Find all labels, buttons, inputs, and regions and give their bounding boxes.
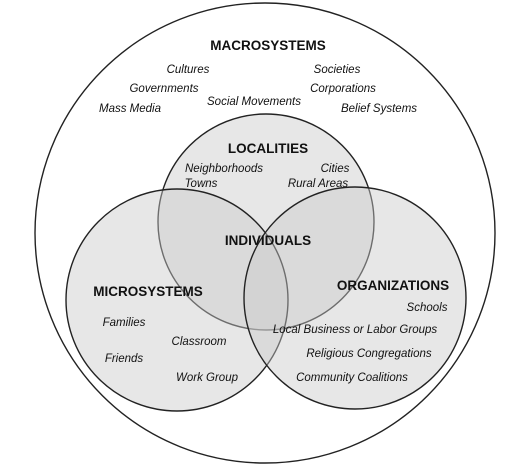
macrosystems-title: MACROSYSTEMS — [210, 38, 326, 53]
microsystems-item-work-group: Work Group — [176, 372, 239, 384]
organizations-item-religious-congregations: Religious Congregations — [306, 348, 432, 360]
localities-item-neighborhoods: Neighborhoods — [185, 163, 263, 175]
individuals-title: INDIVIDUALS — [225, 233, 311, 248]
microsystems-item-classroom: Classroom — [172, 336, 227, 348]
organizations-circle — [243, 186, 467, 410]
localities-circle — [157, 113, 375, 331]
localities-item-cities: Cities — [321, 163, 350, 175]
organizations-title: ORGANIZATIONS — [337, 278, 449, 293]
localities-title: LOCALITIES — [228, 141, 308, 156]
macrosystems-item-belief-systems: Belief Systems — [341, 103, 417, 115]
microsystems-item-families: Families — [103, 317, 146, 329]
organizations-item-schools: Schools — [407, 302, 448, 314]
macrosystems-item-governments: Governments — [129, 83, 198, 95]
organizations-item-local-business: Local Business or Labor Groups — [273, 324, 438, 336]
organizations-item-community-coalitions: Community Coalitions — [296, 372, 408, 384]
microsystems-circle — [65, 188, 289, 412]
microsystems-item-friends: Friends — [105, 353, 144, 365]
macrosystems-item-corporations: Corporations — [310, 83, 376, 95]
localities-item-rural-areas: Rural Areas — [288, 178, 349, 190]
macrosystems-item-societies: Societies — [314, 64, 361, 76]
macrosystems-item-cultures: Cultures — [167, 64, 210, 76]
macrosystems-item-social-movements: Social Movements — [207, 96, 301, 108]
microsystems-title: MICROSYSTEMS — [93, 284, 203, 299]
localities-item-towns: Towns — [185, 178, 218, 190]
macrosystems-item-mass-media: Mass Media — [99, 103, 161, 115]
